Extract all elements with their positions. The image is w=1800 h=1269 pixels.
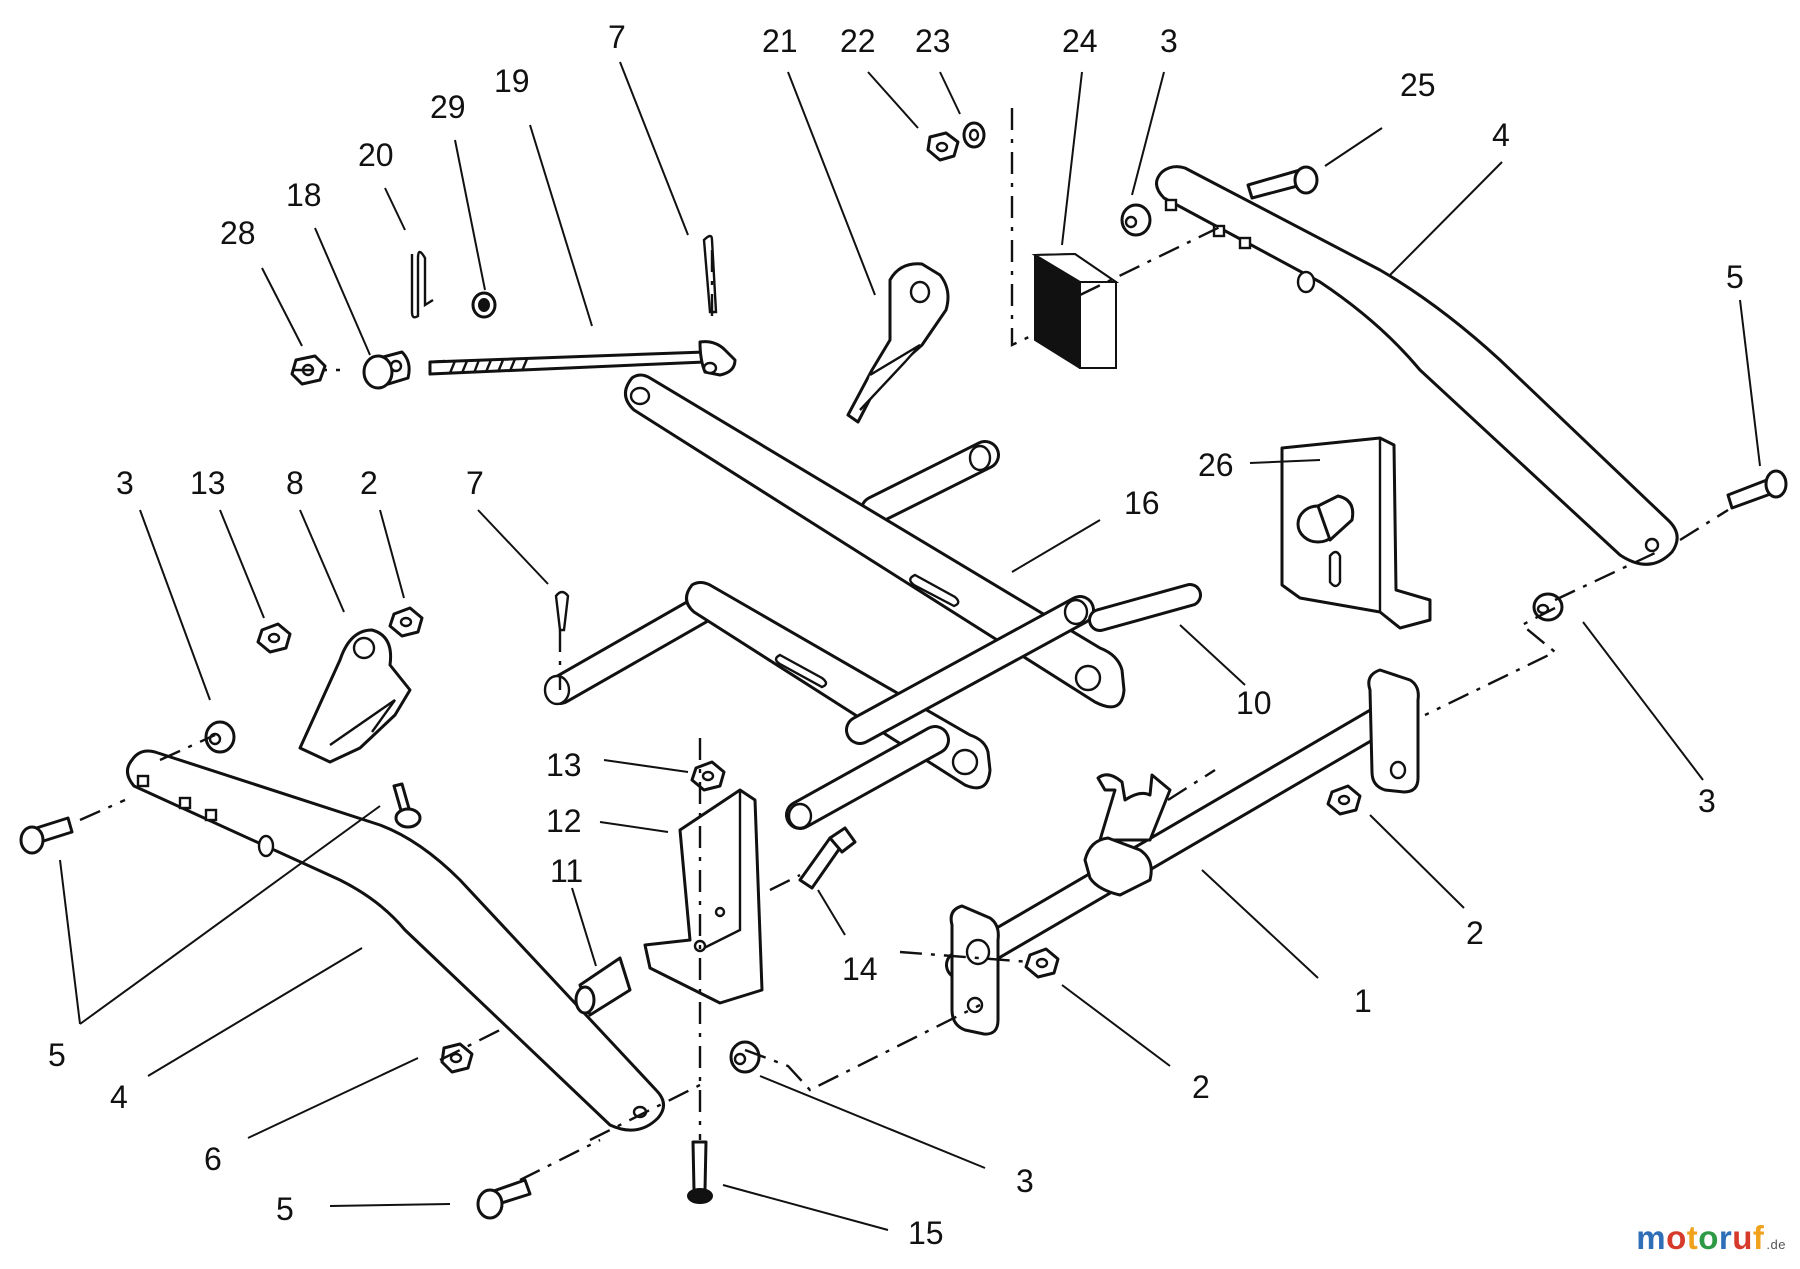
part-5-bolt-left [19, 816, 74, 855]
watermark-letter: m [1636, 1219, 1667, 1256]
part-3-spacer-bottom [729, 1040, 761, 1074]
part-13-nut-left [256, 622, 292, 654]
part-4-arm-left [126, 749, 665, 1132]
callout-16: 16 [1124, 485, 1160, 521]
callout-25: 25 [1400, 67, 1436, 103]
callout-8: 8 [286, 465, 304, 501]
callout-12: 12 [546, 803, 582, 839]
callout-18: 18 [286, 177, 322, 213]
callout-13-left: 13 [190, 465, 226, 501]
callout-28: 28 [220, 215, 256, 251]
callout-21: 21 [762, 23, 798, 59]
callout-29: 29 [430, 89, 466, 125]
callout-3-left: 3 [116, 465, 134, 501]
part-3-spacer-right [1532, 592, 1564, 622]
callout-14: 14 [842, 951, 878, 987]
part-21-bracket [846, 262, 950, 424]
callout-4-lower: 4 [110, 1079, 128, 1115]
part-19-rod [428, 340, 737, 377]
callout-24: 24 [1062, 23, 1098, 59]
part-25-bolt [1246, 165, 1319, 200]
watermark-text: motoruf [1636, 1219, 1764, 1256]
watermark-letter: o [1698, 1219, 1719, 1256]
callout-11: 11 [550, 853, 583, 889]
callout-labels: 7 21 22 23 24 3 19 29 25 20 4 18 28 5 26… [48, 19, 1744, 1251]
part-12-bracket [643, 788, 764, 1005]
callout-5-right: 5 [1726, 259, 1744, 295]
callout-4-upper: 4 [1492, 117, 1510, 153]
part-16-frame [543, 373, 1126, 830]
part-3-spacer-left [204, 720, 236, 754]
callout-6: 6 [204, 1141, 222, 1177]
watermark-letter: u [1732, 1219, 1753, 1256]
callout-7-left: 7 [466, 465, 484, 501]
callout-3-bottom: 3 [1016, 1163, 1034, 1199]
part-6-nut [440, 1042, 474, 1074]
watermark-suffix: .de [1766, 1237, 1786, 1252]
callout-20: 20 [358, 137, 394, 173]
part-8-bracket [298, 628, 412, 764]
part-3-spacer-upper [1120, 203, 1152, 237]
callout-10: 10 [1236, 685, 1272, 721]
site-watermark: motoruf.de [1636, 1219, 1786, 1257]
part-10-pin [1088, 583, 1202, 632]
callout-5-left: 5 [48, 1037, 66, 1073]
part-13-nut-center [690, 760, 726, 792]
watermark-letter: r [1718, 1219, 1733, 1256]
callout-23: 23 [915, 23, 951, 59]
part-5-bolt-right [1726, 469, 1788, 510]
part-29-washer [471, 291, 497, 319]
callout-2-right: 2 [1466, 915, 1484, 951]
part-14-bolt [798, 826, 857, 890]
callout-3-top: 3 [1160, 23, 1178, 59]
part-2-nut-right [1326, 784, 1362, 816]
callout-7-top: 7 [608, 19, 626, 55]
part-7-cotter-pin-top [702, 234, 718, 314]
callout-13-center: 13 [546, 747, 582, 783]
part-15-bolt [687, 1140, 713, 1204]
callout-26: 26 [1198, 447, 1234, 483]
callout-2-lower: 2 [1192, 1069, 1210, 1105]
callout-15: 15 [908, 1215, 944, 1251]
part-20-hair-pin [410, 250, 434, 319]
part-carriage-bolt-left [392, 782, 422, 829]
part-18-trunnion [362, 350, 411, 390]
callout-19: 19 [494, 63, 530, 99]
watermark-letter: f [1752, 1219, 1765, 1256]
watermark-letter: t [1686, 1219, 1699, 1256]
callout-3-right: 3 [1698, 783, 1716, 819]
leader-lines [59, 61, 1761, 1231]
part-2-nut-lower [1024, 947, 1060, 979]
part-24-bumper [1031, 252, 1120, 369]
part-5-bolt-bottom [476, 1178, 532, 1220]
part-23-lock-washer [962, 121, 986, 149]
watermark-letter: o [1666, 1219, 1687, 1256]
part-2-nut-upper-left [388, 606, 424, 638]
part-4-arm-right [1155, 165, 1679, 566]
part-22-nut [926, 131, 960, 162]
part-1-shaft [945, 668, 1420, 1036]
callout-5-bottom: 5 [276, 1191, 294, 1227]
part-26-bracket [1280, 436, 1432, 630]
assembly-lines [79, 108, 1729, 1182]
callout-1: 1 [1354, 983, 1372, 1019]
callout-22: 22 [840, 23, 876, 59]
part-11-spacer [574, 956, 632, 1017]
part-7-cotter-pin-left [554, 590, 570, 632]
callout-2-upper: 2 [360, 465, 378, 501]
